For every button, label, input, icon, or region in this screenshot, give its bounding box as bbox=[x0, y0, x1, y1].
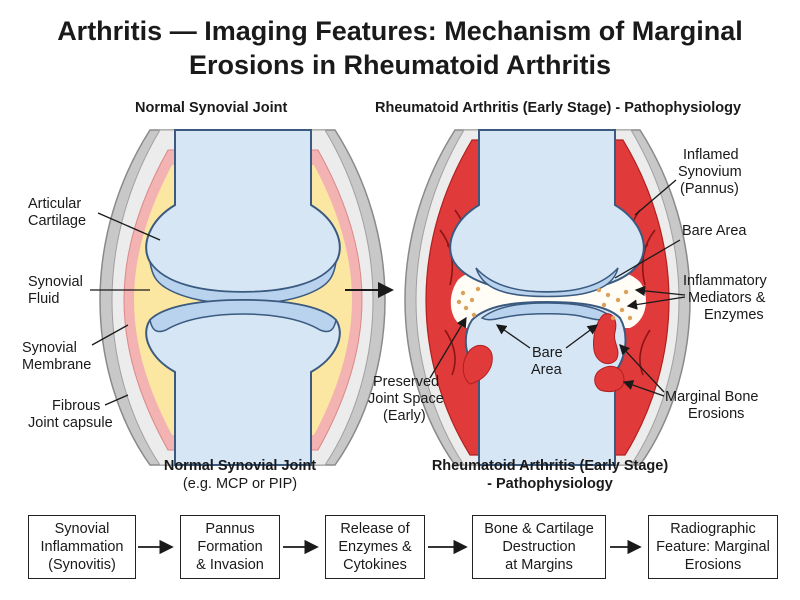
label-synovial-fluid-1: Synovial bbox=[28, 274, 83, 290]
pointer-erosion-upper bbox=[619, 344, 665, 393]
label-pannus-1: Inflamed bbox=[683, 147, 739, 163]
flow-step-4-line3: at Margins bbox=[505, 557, 573, 573]
ra-upper-bone bbox=[449, 129, 645, 294]
pointer-bare-area-center-right bbox=[565, 324, 599, 349]
normal-caption-title: Normal Synovial Joint bbox=[163, 458, 317, 474]
label-bare-area-center-1: Bare bbox=[532, 345, 563, 361]
label-bare-area-center-2: Area bbox=[531, 362, 563, 378]
pointer-erosion-lower bbox=[622, 380, 665, 397]
flow-step-1-line2: Inflammation bbox=[40, 539, 124, 555]
label-fibrous-capsule-2: Joint capsule bbox=[28, 415, 113, 431]
label-erosions-1: Marginal Bone bbox=[665, 389, 759, 405]
flow-step-5-line1: Radiographic bbox=[670, 521, 756, 537]
label-articular-cartilage-2: Cartilage bbox=[28, 213, 86, 229]
ra-erosion-left bbox=[462, 344, 493, 385]
ra-erosion-right bbox=[593, 313, 619, 365]
flow-step-radiographic: Radiographic Feature: Marginal Erosions bbox=[648, 515, 778, 579]
flow-step-4-line1: Bone & Cartilage bbox=[484, 521, 594, 537]
normal-caption: Normal Synovial Joint (e.g. MCP or PIP) bbox=[120, 457, 360, 493]
label-pannus-2: Synovium bbox=[678, 164, 742, 180]
flow-step-synovitis: Synovial Inflammation (Synovitis) bbox=[28, 515, 136, 579]
flow-step-2-line1: Pannus bbox=[205, 521, 255, 537]
flow-step-1-line1: Synovial bbox=[54, 521, 110, 537]
label-bare-area-top: Bare Area bbox=[682, 223, 747, 239]
normal-panel-heading: Normal Synovial Joint bbox=[135, 100, 288, 116]
ra-caption: Rheumatoid Arthritis (Early Stage) - Pat… bbox=[395, 457, 705, 493]
flow-step-2-line2: Formation bbox=[197, 539, 263, 555]
flow-step-3-line2: Enzymes & bbox=[338, 539, 412, 555]
title-line-2: Erosions in Rheumatoid Arthritis bbox=[188, 50, 612, 80]
pointer-mediators-2 bbox=[626, 296, 686, 310]
ra-panel-heading: Rheumatoid Arthritis (Early Stage) - Pat… bbox=[375, 100, 742, 116]
ra-caption-sub: - Pathophysiology bbox=[487, 476, 613, 492]
pointer-pannus bbox=[634, 179, 677, 216]
diagram-title: Arthritis — Imaging Features: Mechanism … bbox=[0, 14, 800, 82]
label-mediators-2: Mediators & bbox=[688, 290, 766, 306]
flow-step-pannus: Pannus Formation & Invasion bbox=[180, 515, 280, 579]
pointer-articular-cartilage bbox=[97, 212, 161, 241]
label-synovial-membrane-2: Membrane bbox=[22, 357, 91, 373]
normal-lower-cartilage bbox=[149, 299, 337, 333]
normal-joint bbox=[99, 129, 386, 466]
flow-step-destruction: Bone & Cartilage Destruction at Margins bbox=[472, 515, 606, 579]
normal-upper-bone bbox=[145, 129, 341, 294]
ra-joint bbox=[404, 129, 691, 466]
pointer-preserved bbox=[429, 316, 467, 379]
flow-step-enzymes: Release of Enzymes & Cytokines bbox=[325, 515, 425, 579]
ra-mediator-dots bbox=[456, 286, 633, 321]
pointer-bare-area-top bbox=[614, 239, 681, 279]
ra-caption-title: Rheumatoid Arthritis (Early Stage) bbox=[431, 458, 669, 474]
ra-upper-cartilage bbox=[475, 267, 619, 298]
label-preserved-3: (Early) bbox=[383, 408, 426, 424]
label-mediators-1: Inflammatory bbox=[683, 273, 768, 289]
normal-caption-sub: (e.g. MCP or PIP) bbox=[182, 476, 298, 492]
label-synovial-membrane-1: Synovial bbox=[22, 340, 77, 356]
flow-step-3-line3: Cytokines bbox=[343, 557, 407, 573]
flow-step-2-line3: & Invasion bbox=[196, 557, 264, 573]
label-erosions-2: Erosions bbox=[688, 406, 744, 422]
flow-step-5-line3: Erosions bbox=[684, 557, 742, 573]
flow-step-4-line2: Destruction bbox=[502, 539, 576, 555]
normal-upper-cartilage bbox=[149, 261, 337, 305]
pointer-synovial-membrane bbox=[91, 324, 129, 346]
label-preserved-2: Joint Space bbox=[368, 391, 444, 407]
pointer-mediators-1 bbox=[634, 285, 686, 297]
ra-lower-bone bbox=[464, 300, 627, 466]
flow-step-5-line2: Feature: Marginal bbox=[656, 539, 770, 555]
label-articular-cartilage-1: Articular bbox=[28, 196, 81, 212]
label-fibrous-capsule-1: Fibrous bbox=[52, 398, 100, 414]
label-mediators-3: Enzymes bbox=[704, 307, 764, 323]
title-line-1: Arthritis — Imaging Features: Mechanism … bbox=[57, 16, 743, 46]
flow-step-3-line1: Release of bbox=[340, 521, 410, 537]
flow-step-1-line3: (Synovitis) bbox=[48, 557, 116, 573]
label-preserved-1: Preserved bbox=[373, 374, 439, 390]
label-synovial-fluid-2: Fluid bbox=[28, 291, 59, 307]
pointer-bare-area-center-left bbox=[495, 324, 531, 349]
label-pannus-3: (Pannus) bbox=[680, 181, 739, 197]
pointer-fibrous-capsule bbox=[104, 394, 129, 406]
ra-erosion-right-low bbox=[594, 365, 625, 393]
